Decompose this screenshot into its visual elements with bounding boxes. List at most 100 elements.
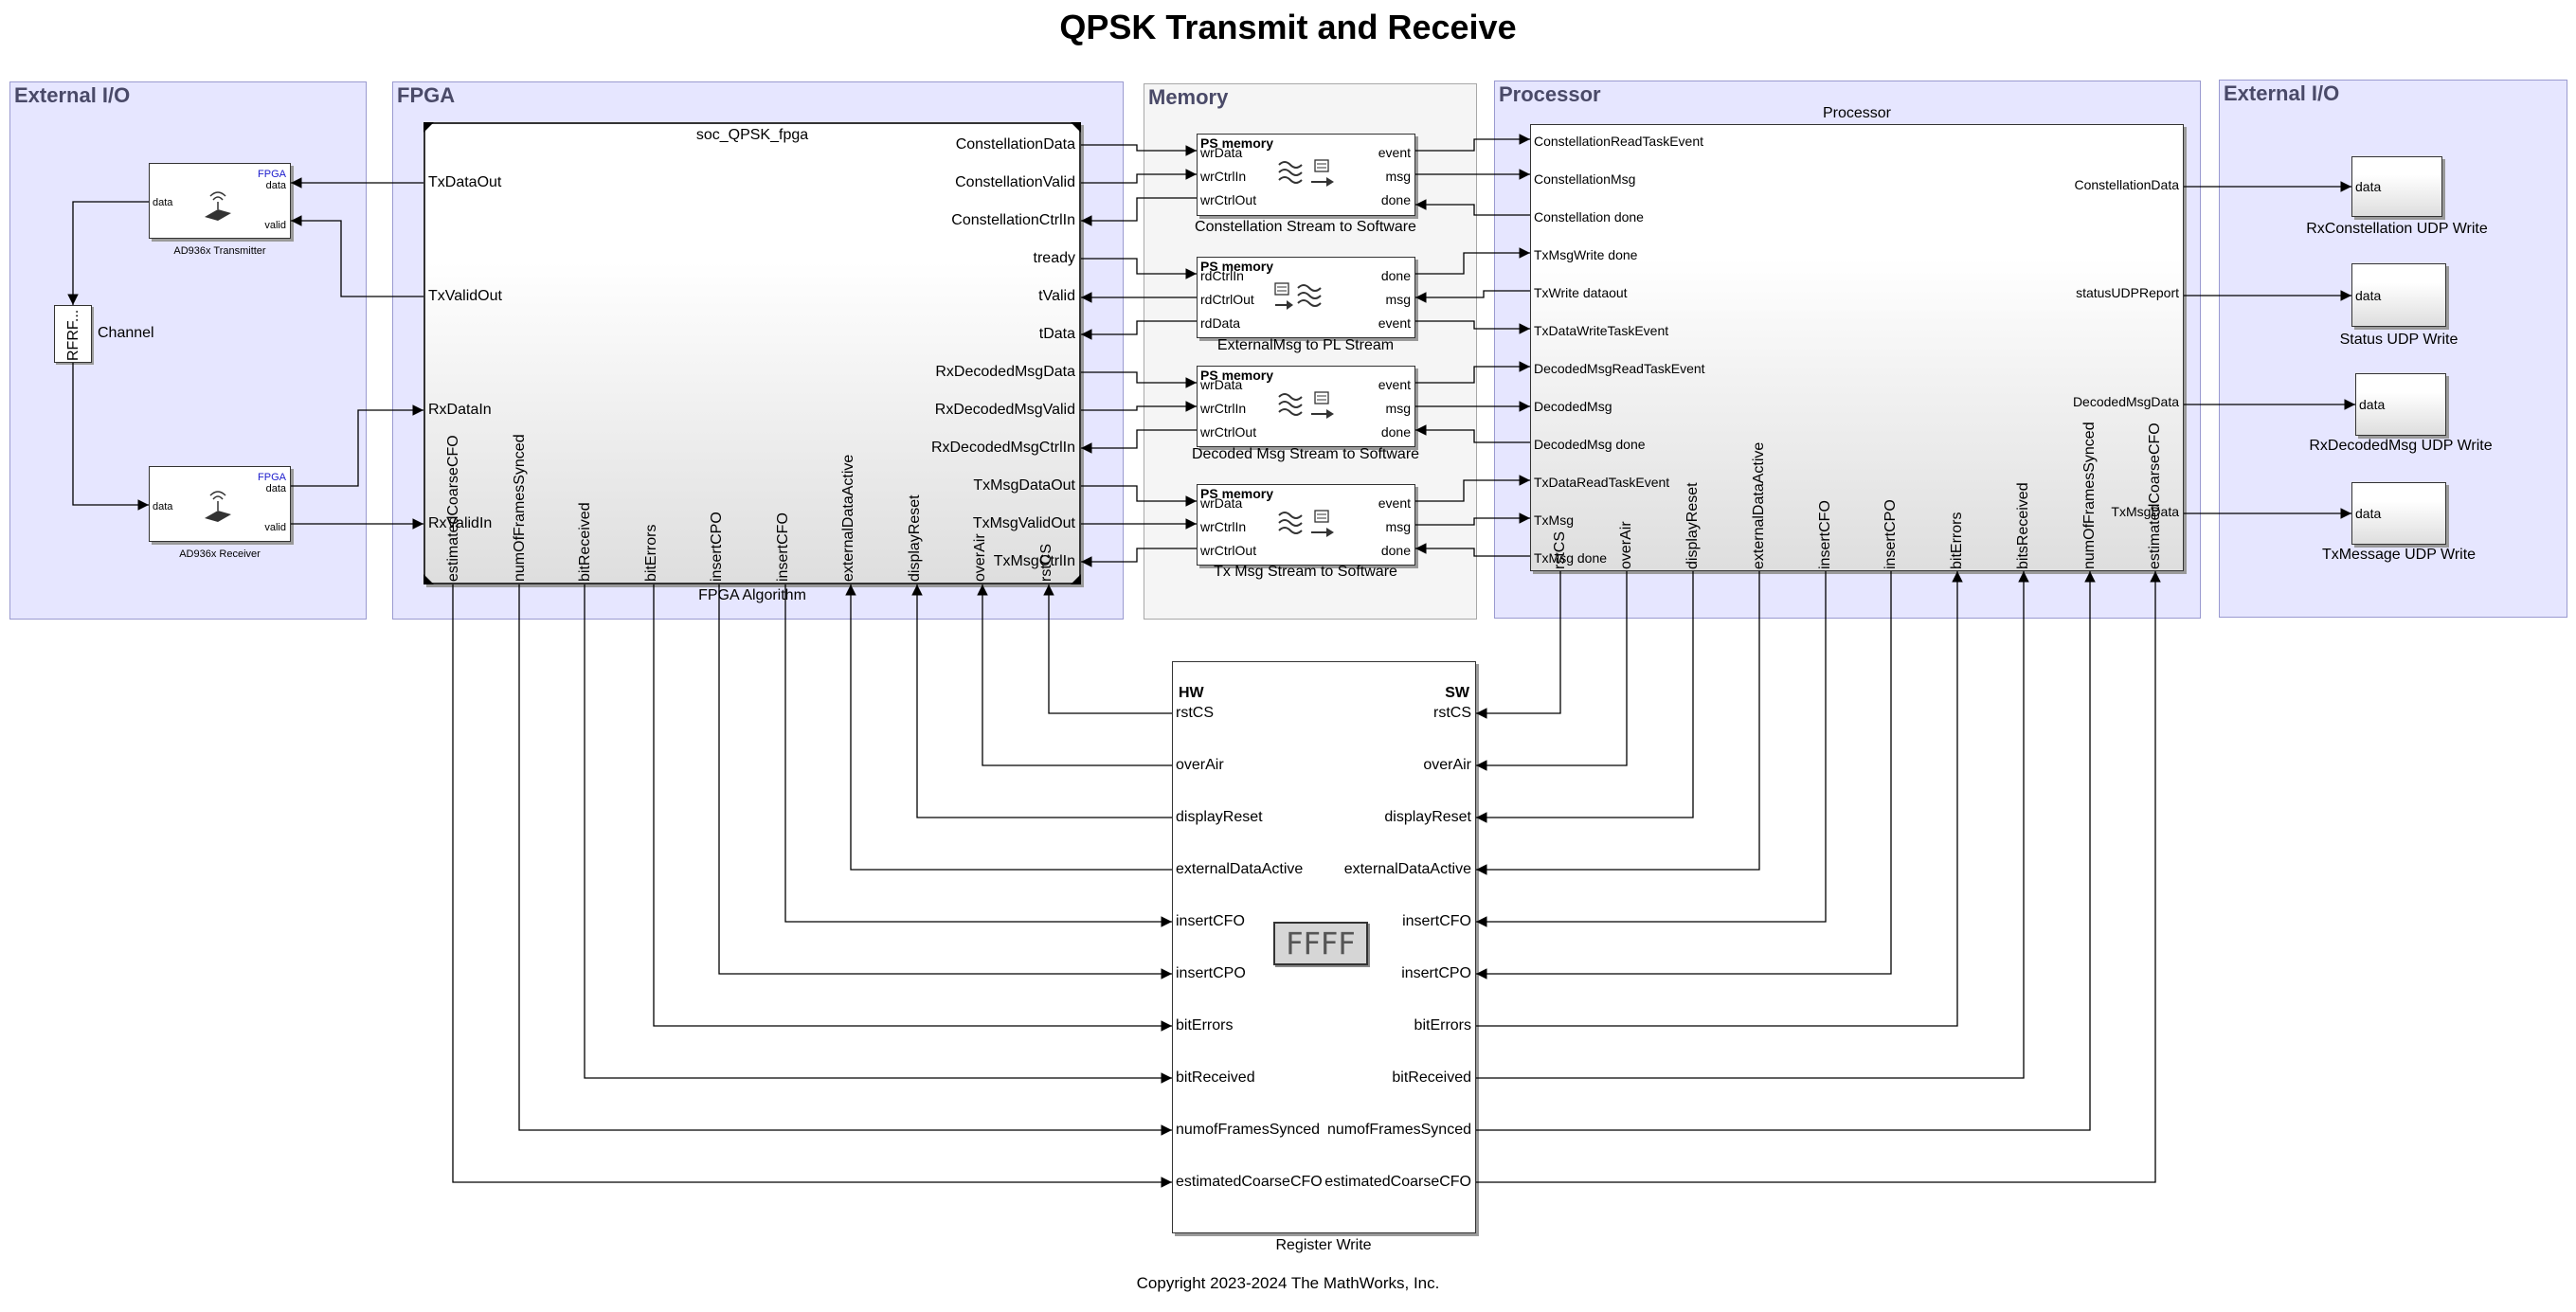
sw-label: SW xyxy=(1445,685,1469,701)
sw-port-insertcpo: insertCPO xyxy=(1401,965,1471,981)
diagram-title: QPSK Transmit and Receive xyxy=(1059,8,1517,46)
port-rddata: rdData xyxy=(1200,315,1241,331)
port-data: data xyxy=(2355,288,2382,303)
port-done: done xyxy=(1380,424,1411,440)
hw-port-insertcfo: insertCFO xyxy=(1176,913,1245,929)
ps-memory-header: PS memory xyxy=(1200,486,1274,501)
fpga-badge: FPGA xyxy=(258,169,286,180)
port-wrctrlin: wrCtrlIn xyxy=(1200,519,1247,534)
port-valid: valid xyxy=(264,220,286,231)
fpga-algorithm-block[interactable]: soc_QPSK_fpga TxDataOut TxValidOut RxDat… xyxy=(423,122,1081,584)
sw-port-overair: overAir xyxy=(1423,757,1471,773)
ps-memory-header: PS memory xyxy=(1200,135,1274,151)
ad936x-transmitter-block[interactable]: FPGA data data valid xyxy=(149,163,291,239)
tx-msg-stream-block[interactable]: PS memory wrData wrCtrlIn wrCtrlOut even… xyxy=(1197,484,1415,566)
port-wrdata: wrData xyxy=(1200,377,1243,392)
channel-block[interactable]: RFRF... xyxy=(54,305,92,363)
sw-port-numofframessynced: numofFramesSynced xyxy=(1326,1122,1471,1138)
ad936x-receiver-caption: AD936x Receiver xyxy=(179,548,261,560)
port-rxvalidin: RxValidIn xyxy=(428,515,493,531)
stream-icon xyxy=(1278,159,1334,187)
port-tready: tready xyxy=(1033,250,1075,266)
externalmsg-stream-caption: ExternalMsg to PL Stream xyxy=(1216,337,1395,353)
port-data: data xyxy=(2359,397,2386,412)
port-constellation-done: Constellation done xyxy=(1534,209,1644,225)
ps-memory-header: PS memory xyxy=(1200,368,1274,383)
port-decodedmsg-done: DecodedMsg done xyxy=(1534,437,1646,452)
fpga-algorithm-caption: FPGA Algorithm xyxy=(698,587,806,603)
port-event: event xyxy=(1378,495,1411,511)
hw-port-rstcs: rstCS xyxy=(1176,705,1214,721)
port-rxdecodedmsgctrlin: RxDecodedMsgCtrlIn xyxy=(930,440,1075,456)
processor-block[interactable]: ConstellationReadTaskEvent Constellation… xyxy=(1530,124,2184,571)
port-constellationdata: ConstellationData xyxy=(955,136,1075,153)
antenna-icon xyxy=(205,191,231,221)
port-data-in: data xyxy=(153,197,173,208)
port-txwrite-dataout: TxWrite dataout xyxy=(1534,285,1628,300)
externalmsg-stream-block[interactable]: PS memory rdCtrlIn rdCtrlOut rdData done… xyxy=(1197,257,1415,338)
hw-port-overair: overAir xyxy=(1176,757,1224,773)
port-wrctrlout: wrCtrlOut xyxy=(1200,192,1257,207)
port-txmsg: TxMsg xyxy=(1534,512,1574,528)
channel-caption: Channel xyxy=(98,325,154,341)
port-decodedmsg: DecodedMsg xyxy=(1534,399,1612,414)
area-title: Processor xyxy=(1499,82,1601,106)
status-udp-caption: Status UDP Write xyxy=(2339,332,2459,348)
port-done: done xyxy=(1380,192,1411,207)
rxdecodedmsg-udp-block[interactable]: data xyxy=(2355,373,2446,436)
port-tdata: tData xyxy=(1038,326,1075,342)
decoded-msg-stream-block[interactable]: PS memory wrData wrCtrlIn wrCtrlOut even… xyxy=(1197,366,1415,447)
txmessage-udp-block[interactable]: data xyxy=(2351,482,2446,545)
port-wrdata: wrData xyxy=(1200,145,1243,160)
port-txdatareadtaskevent: TxDataReadTaskEvent xyxy=(1534,475,1670,490)
port-statusudpreport: statusUDPReport xyxy=(2076,285,2179,300)
rxconstellation-udp-block[interactable]: data xyxy=(2351,156,2442,217)
port-decodedmsgdata: DecodedMsgData xyxy=(2072,394,2179,409)
sw-port-displayreset: displayReset xyxy=(1384,809,1471,825)
processor-caption: Processor xyxy=(1822,105,1892,121)
hw-port-bitreceived: bitReceived xyxy=(1176,1069,1255,1086)
port-event: event xyxy=(1378,377,1411,392)
port-data: data xyxy=(265,180,286,191)
port-msg: msg xyxy=(1385,519,1411,534)
txmessage-udp-caption: TxMessage UDP Write xyxy=(2321,547,2477,563)
sw-port-rstcs: rstCS xyxy=(1433,705,1471,721)
port-done: done xyxy=(1380,268,1411,283)
register-display: FFFF xyxy=(1273,922,1368,965)
hw-port-displayreset: displayReset xyxy=(1176,809,1263,825)
port-msg: msg xyxy=(1385,401,1411,416)
port-constellationctrlin: ConstellationCtrlIn xyxy=(951,212,1075,228)
register-write-caption: Register Write xyxy=(1275,1237,1372,1253)
register-write-block[interactable]: HW SW rstCS overAir displayReset externa… xyxy=(1172,661,1476,1233)
area-title: External I/O xyxy=(2224,81,2340,105)
port-txmsgdataout: TxMsgDataOut xyxy=(973,477,1075,494)
port-rxdecodedmsgdata: RxDecodedMsgData xyxy=(935,364,1075,380)
port-decodedmsgreadtaskevent: DecodedMsgReadTaskEvent xyxy=(1534,361,1705,376)
area-title: External I/O xyxy=(14,83,131,107)
stream-icon xyxy=(1274,282,1322,310)
area-title: FPGA xyxy=(397,83,456,107)
port-wrctrlin: wrCtrlIn xyxy=(1200,401,1247,416)
port-wrdata: wrData xyxy=(1200,495,1243,511)
decoded-msg-stream-caption: Decoded Msg Stream to Software xyxy=(1191,446,1420,462)
port-txmsgvalidout: TxMsgValidOut xyxy=(972,515,1075,531)
ad936x-receiver-block[interactable]: FPGA data data valid xyxy=(149,466,291,542)
port-rxdecodedmsgvalid: RxDecodedMsgValid xyxy=(934,402,1075,418)
port-data: data xyxy=(265,483,286,494)
port-rdctrlout: rdCtrlOut xyxy=(1200,292,1254,307)
hw-port-estimatedcoarsecfo: estimatedCoarseCFO xyxy=(1176,1174,1323,1190)
port-wrctrlout: wrCtrlOut xyxy=(1200,543,1257,558)
status-udp-block[interactable]: data xyxy=(2351,263,2446,327)
sw-port-insertcfo: insertCFO xyxy=(1402,913,1471,929)
port-txdatawritetaskevent: TxDataWriteTaskEvent xyxy=(1534,323,1669,338)
port-constellationdata: ConstellationData xyxy=(2074,177,2179,192)
port-constellationreadtaskevent: ConstellationReadTaskEvent xyxy=(1534,134,1703,149)
hw-port-biterrors: bitErrors xyxy=(1176,1017,1234,1033)
constellation-stream-block[interactable]: PS memory wrData wrCtrlIn wrCtrlOut even… xyxy=(1197,134,1415,216)
ps-memory-header: PS memory xyxy=(1200,259,1274,274)
hw-port-insertcpo: insertCPO xyxy=(1176,965,1246,981)
port-rdctrlin: rdCtrlIn xyxy=(1200,268,1244,283)
stream-icon xyxy=(1278,510,1334,537)
port-txdataout: TxDataOut xyxy=(428,174,502,190)
